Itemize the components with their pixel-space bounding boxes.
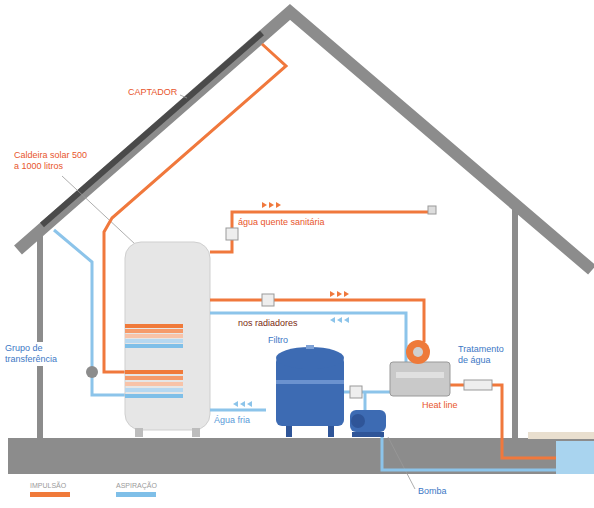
heat-line-pump-hub (413, 347, 423, 357)
drawing-part (125, 388, 183, 392)
pump-pipe (364, 392, 367, 410)
pump-base (352, 432, 384, 437)
drawing-part (125, 394, 183, 398)
flow-arrows (330, 291, 349, 297)
cold-water-label: Água fria (214, 415, 250, 426)
drawing-part (269, 202, 274, 208)
radiator-flow-pipe (210, 300, 424, 342)
legend-label: ASPIRAÇÃO (116, 481, 157, 490)
filter-band (276, 380, 344, 384)
return-pipe (450, 385, 556, 458)
leader-line (180, 95, 187, 98)
pump-motor (351, 414, 365, 428)
drawing-part (240, 401, 245, 407)
drawing-part (262, 202, 267, 208)
drawing-part (330, 291, 335, 297)
drawing-part (330, 317, 335, 323)
valve (262, 294, 274, 306)
panel-label: CAPTADOR (128, 87, 177, 98)
radiator-label: nos radiadores (238, 318, 298, 329)
treatment-label: Tratamento de água (458, 344, 510, 366)
drawing-part (125, 334, 183, 338)
boiler-coil-upper (125, 324, 183, 348)
drawing-part (337, 291, 342, 297)
heat-line-label: Heat line (422, 400, 458, 411)
heat-line-unit (390, 362, 450, 396)
tap (428, 206, 436, 214)
boiler-label: Caldeira solar 500 a 1000 litros (14, 150, 88, 172)
heat-line-pump (406, 340, 430, 364)
legend-swatch (116, 492, 156, 497)
filter-dome (276, 347, 344, 369)
drawing-part (344, 291, 349, 297)
drawing-part (125, 324, 183, 328)
pool-water (556, 441, 594, 474)
transfer-group-label: Grupo de transferência (4, 342, 64, 366)
solar-panel (42, 33, 262, 225)
leader-line (388, 437, 415, 489)
right-wall (512, 204, 518, 438)
drawing-part (337, 317, 342, 323)
valve (226, 228, 238, 240)
drawing-part (125, 382, 183, 386)
flow-arrows (233, 401, 252, 407)
flow-arrows (262, 202, 281, 208)
boiler-leg (192, 428, 200, 437)
pool-edge (528, 432, 594, 439)
drawing-part (125, 344, 183, 348)
boiler-leg (135, 428, 143, 437)
drawing-part (125, 329, 183, 333)
drawing-part (125, 339, 183, 343)
pump-label: Bomba (418, 486, 447, 497)
legend-swatch (30, 492, 70, 497)
drawing-part (247, 401, 252, 407)
filter-label: Filtro (268, 335, 288, 346)
heat-line-band (396, 372, 444, 378)
legend-label: IMPULSÃO (30, 481, 66, 490)
filter-knob (306, 345, 314, 349)
filter-leg (286, 426, 292, 437)
suction-pipe (382, 432, 556, 470)
solar-return-pipe (54, 230, 128, 395)
solar-boiler (125, 242, 210, 430)
flow-arrows (330, 317, 349, 323)
drawing-part (125, 376, 183, 380)
valve (350, 386, 362, 398)
boiler-coil-lower (125, 370, 183, 398)
drawing-part (233, 401, 238, 407)
hot-water-pipe (210, 212, 432, 252)
treatment-device (464, 380, 492, 390)
cold-water-pipe (210, 409, 266, 412)
filter-leg (328, 426, 334, 437)
drawing-part (125, 370, 183, 374)
left-wall (37, 230, 43, 438)
drawing-part (344, 317, 349, 323)
pool-pump (350, 410, 386, 432)
hot-water-label: água quente sanitária (238, 217, 325, 228)
drawing-part (276, 202, 281, 208)
transfer-pump (86, 366, 98, 378)
